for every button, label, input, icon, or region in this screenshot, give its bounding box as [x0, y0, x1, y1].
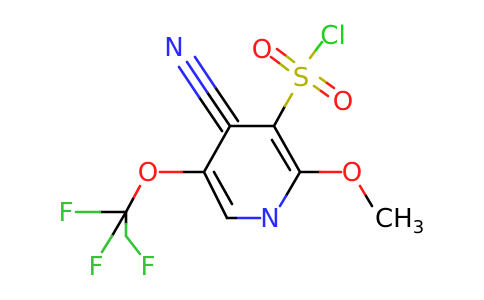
bond-c3-s-a	[272, 104, 287, 128]
bond-c5-c4	[202, 124, 232, 174]
bond-c3-c2-inner	[270, 138, 292, 172]
atom-sulfur: S	[293, 63, 310, 93]
atom-nitrile-n: N	[164, 33, 183, 63]
bond-c6-c5-outer	[202, 170, 229, 220]
bond-s-cl-a	[308, 48, 318, 60]
bond-s-o2-2b	[325, 81, 336, 90]
nitrile-bond-2b	[177, 65, 201, 99]
bond-cf3-fright-b	[100, 234, 114, 254]
bond-cf3-fright-c	[124, 234, 142, 256]
atom-chlorine: Cl	[320, 21, 345, 51]
atom-fluorine-right: F	[141, 252, 156, 282]
bond-cf3-fright-a	[110, 210, 128, 238]
bond-s-o2-2	[318, 76, 329, 85]
bond-s-o1-2b	[275, 47, 287, 57]
bond-c6-c5-inner	[212, 170, 234, 206]
bond-s-cl-b	[314, 40, 324, 52]
atom-methyl-subscript: 3	[413, 217, 424, 238]
bond-s-o1-1	[277, 61, 290, 72]
bond-c3-c2-outer	[272, 124, 302, 174]
atom-fluorine-left: F	[59, 198, 74, 228]
atom-sulfonyl-o1: O	[252, 35, 272, 65]
bond-c2-n1-a	[284, 170, 302, 198]
nitrile-bond-2a	[197, 95, 224, 133]
bond-om-ch3-a	[358, 184, 368, 198]
nitrile-bond-3b	[193, 55, 217, 89]
atom-sulfonyl-o2: O	[333, 87, 353, 117]
atom-ring-n: N	[260, 204, 279, 234]
nitrile-bond-1a	[205, 90, 232, 128]
bond-s-o2-1	[312, 84, 323, 93]
atom-methoxy-o: O	[342, 158, 362, 188]
bond-s-o1-2	[283, 53, 296, 64]
nitrile-bond-1b	[185, 60, 209, 94]
bond-s-o2-1b	[319, 89, 330, 98]
atom-methyl: CH3	[375, 204, 424, 238]
atom-fluorine-top: F	[89, 252, 104, 282]
atom-ether-o: O	[138, 158, 158, 188]
bond-oe-cf3-a	[131, 184, 142, 201]
bond-c2-n1-b	[278, 194, 288, 208]
nitrile-bond-3a	[213, 85, 240, 123]
bond-om-ch3-b	[364, 194, 374, 208]
bond-s-o1-1b	[269, 55, 281, 65]
bond-c3-s-b	[283, 92, 294, 108]
bond-oe-cf3-b	[124, 197, 135, 214]
